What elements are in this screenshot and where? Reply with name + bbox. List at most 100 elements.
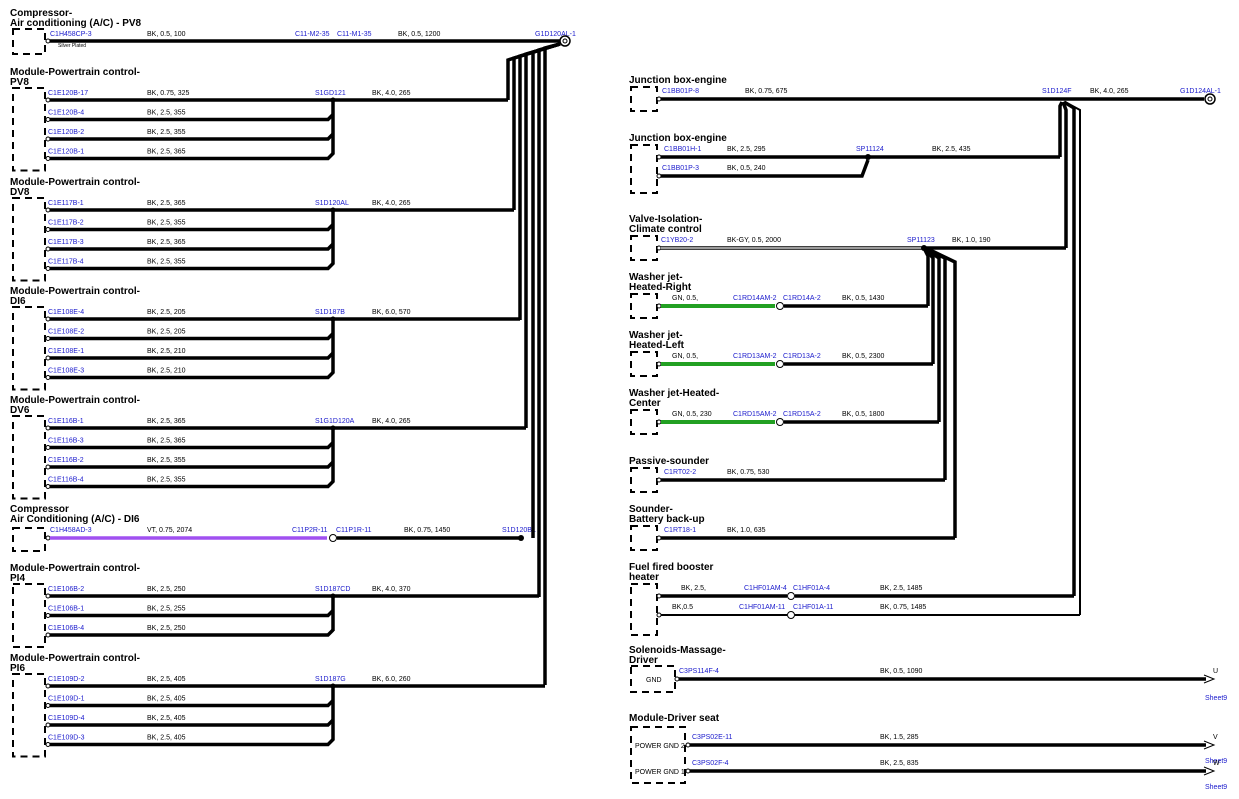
inline-connector-b: C1RD13A-2: [783, 353, 821, 360]
splice-label: S1D120BL: [502, 527, 536, 534]
seat-title: Module-Driver seat: [629, 713, 720, 724]
pin-terminal: [45, 207, 51, 213]
bus-wire-sounder-bb: [929, 248, 957, 538]
splice-dot: [921, 245, 927, 251]
pin-label: C1H458AD-3: [50, 527, 92, 534]
junction-box-engine-1: Junction box-engine C1BB01P-8 BK, 0.75, …: [629, 75, 1221, 112]
wire-spec: BK, 2.5, 355: [147, 477, 186, 484]
off-sheet-label: U: [1213, 668, 1218, 675]
pin-label: C1E106B-2: [48, 586, 84, 593]
pin-terminal: [45, 535, 51, 541]
inline-connector-icon: [787, 592, 795, 600]
inline-connector-b: C11P1R-11: [336, 527, 372, 534]
splice-spec: BK, 2.5, 435: [932, 146, 971, 153]
inline-connector-1a: C1HF01AM-4: [744, 585, 787, 592]
inline-connector-b: C11-M1-35: [337, 31, 372, 38]
splice-label: SP11124: [856, 146, 884, 153]
ground-icon-inner: [562, 38, 568, 44]
pin-terminal: [45, 425, 51, 431]
connector-box: [12, 28, 46, 55]
ground-label: G1D124AL-1: [1180, 88, 1221, 95]
pin-terminal: [45, 683, 51, 689]
wire-spec-1: BK, 2.5,: [681, 585, 706, 592]
inline-connector-2a: C1HF01AM-11: [739, 604, 785, 611]
block-title-2: PV8: [10, 77, 29, 88]
wire: [50, 738, 335, 747]
off-sheet-label-1: V: [1213, 734, 1218, 741]
inline-connector-1b: C1HF01A-4: [793, 585, 830, 592]
pin-label: C1E120B-2: [48, 129, 84, 136]
pin-label-1: C3PS02E-11: [692, 734, 732, 741]
splice-dot: [330, 316, 336, 322]
bus-wire-pi4: [537, 42, 561, 597]
inline-connector-a: C1RD14AM-2: [733, 295, 777, 302]
wire-spec-1: BK, 1.5, 285: [880, 734, 919, 741]
pin-terminal: [45, 316, 51, 322]
pin-terminal: [45, 464, 51, 470]
wire-spec-2: BK, 0.75, 1450: [404, 527, 450, 534]
pin-terminal: [45, 484, 51, 489]
block-title-1: Module-Powertrain control-: [10, 653, 140, 664]
pin-terminal: [656, 535, 662, 541]
box-label-1: POWER GND 2: [635, 743, 685, 750]
box-label-2: POWER GND 1: [635, 769, 685, 776]
wire-spec: GN, 0.5,: [672, 295, 698, 302]
pin-label: C1E120B-4: [48, 110, 84, 117]
block-title-1: Module-Powertrain control-: [10, 177, 140, 188]
sheet-link[interactable]: Sheet9: [1205, 695, 1227, 702]
pin-label: C1BB01P-8: [662, 88, 699, 95]
sheet-link-1[interactable]: Sheet9: [1205, 758, 1227, 765]
splice-label: S1D124F: [1042, 88, 1072, 95]
connector-box: [12, 306, 46, 391]
splice-spec: BK, 4.0, 265: [372, 200, 411, 207]
arrow-right-icon: [1203, 674, 1216, 684]
pin-label: C1E116B-4: [48, 477, 84, 484]
wire: [661, 159, 870, 178]
pin-terminal: [45, 632, 51, 638]
pin-terminal: [45, 38, 51, 44]
wire-spec: BK, 0.75, 530: [727, 469, 770, 476]
block-title-2: Heated-Left: [629, 340, 685, 351]
wire-spec: BK, 2.5, 205: [147, 329, 186, 336]
wire-spec: BK, 0.5, 1090: [880, 668, 923, 675]
inline-connector-icon: [787, 611, 795, 619]
wire: [50, 113, 335, 122]
wire-spec: BK, 2.5, 405: [147, 735, 186, 742]
wire-spec: BK, 2.5, 355: [147, 457, 186, 464]
pin-label: C1E109D-2: [48, 676, 85, 683]
splice-spec: BK, 6.0, 570: [372, 309, 411, 316]
splice-spec: BK, 4.0, 265: [372, 90, 411, 97]
ground-label: G1D120AL-1: [535, 31, 576, 38]
pin-terminal: [656, 477, 662, 483]
wire-spec: GN, 0.5, 230: [672, 411, 712, 418]
wire-spec: BK, 2.5, 205: [147, 309, 186, 316]
connector-box: [630, 525, 658, 551]
pin-terminal: [656, 612, 662, 618]
wire-spec-2: BK, 0.5, 2300: [842, 353, 885, 360]
splice-label: S1D187B: [315, 309, 345, 316]
wire-spec: BK, 2.5, 255: [147, 606, 186, 613]
splice-spec: BK, 4.0, 370: [372, 586, 411, 593]
pin-label: C1E108E-4: [48, 309, 84, 316]
wire: [50, 332, 335, 341]
pin-label: C1E116B-3: [48, 438, 84, 445]
pin-label: C1E116B-1: [48, 418, 84, 425]
pin-label: C1E120B-1: [48, 149, 84, 156]
valve-title-1: Valve-Isolation-: [629, 214, 702, 225]
sheet-link-2[interactable]: Sheet9: [1205, 784, 1227, 791]
arrow-right-icon: [1203, 766, 1216, 776]
wire-spec: BK, 2.5, 365: [147, 239, 186, 246]
bus-wire-pi6: [543, 42, 561, 685]
block-title-1: Washer jet-Heated-: [629, 388, 719, 399]
compressor-di6-block: Compressor Air Conditioning (A/C) - DI6 …: [10, 504, 536, 552]
splice-dot: [330, 207, 336, 213]
splice-spec: BK, 4.0, 265: [372, 418, 411, 425]
pin-terminal: [45, 722, 51, 728]
splice-spec: BK, 4.0, 265: [1090, 88, 1129, 95]
pin-terminal: [656, 154, 662, 160]
